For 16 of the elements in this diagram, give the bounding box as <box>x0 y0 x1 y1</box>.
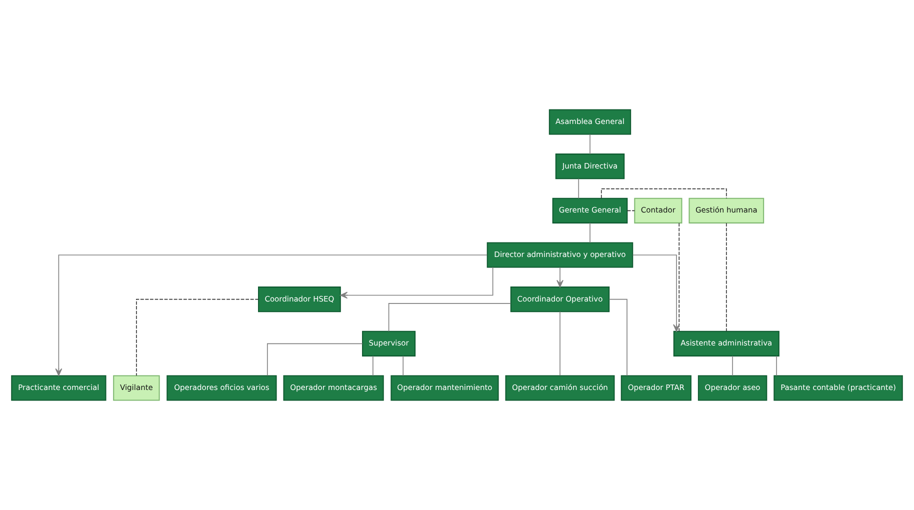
arrow <box>632 254 680 332</box>
connector <box>608 298 628 376</box>
connector <box>578 178 580 199</box>
connector <box>732 356 733 376</box>
connector <box>402 356 404 376</box>
arrow <box>55 254 488 376</box>
connector <box>136 298 259 376</box>
connector <box>388 303 512 332</box>
arrow <box>556 266 564 288</box>
connector <box>776 356 777 376</box>
connector <box>372 356 374 376</box>
connector <box>726 222 727 332</box>
connector <box>266 343 363 376</box>
connector <box>626 210 636 212</box>
connector <box>678 222 680 332</box>
arrow <box>340 266 494 299</box>
